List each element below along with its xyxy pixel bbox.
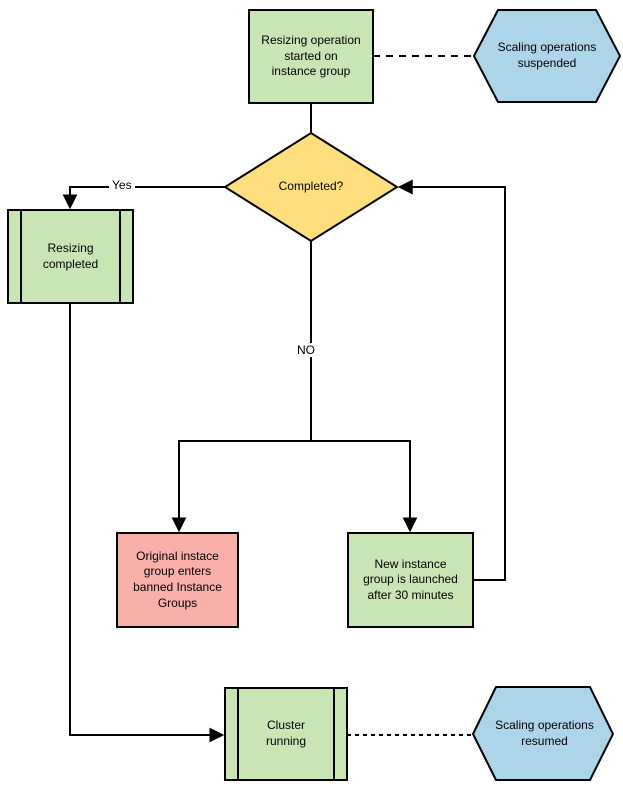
node-cluster-running [224, 687, 348, 781]
node-scaling-resumed-hexagon [471, 686, 615, 781]
edge-decision-yes [62, 186, 225, 210]
node-resize-start [248, 9, 374, 104]
edge-completed-to-cluster [69, 303, 225, 743]
node-completed-decision-diamond [223, 131, 399, 243]
edge-new-group-to-decision-loop [397, 179, 506, 581]
edge-no-to-new-group [311, 440, 418, 533]
node-scaling-suspended-hexagon [472, 9, 622, 103]
edge-no-to-banned [171, 440, 311, 533]
node-banned-groups [116, 532, 239, 628]
node-resizing-completed [7, 209, 134, 304]
node-new-instance-group [347, 532, 474, 628]
